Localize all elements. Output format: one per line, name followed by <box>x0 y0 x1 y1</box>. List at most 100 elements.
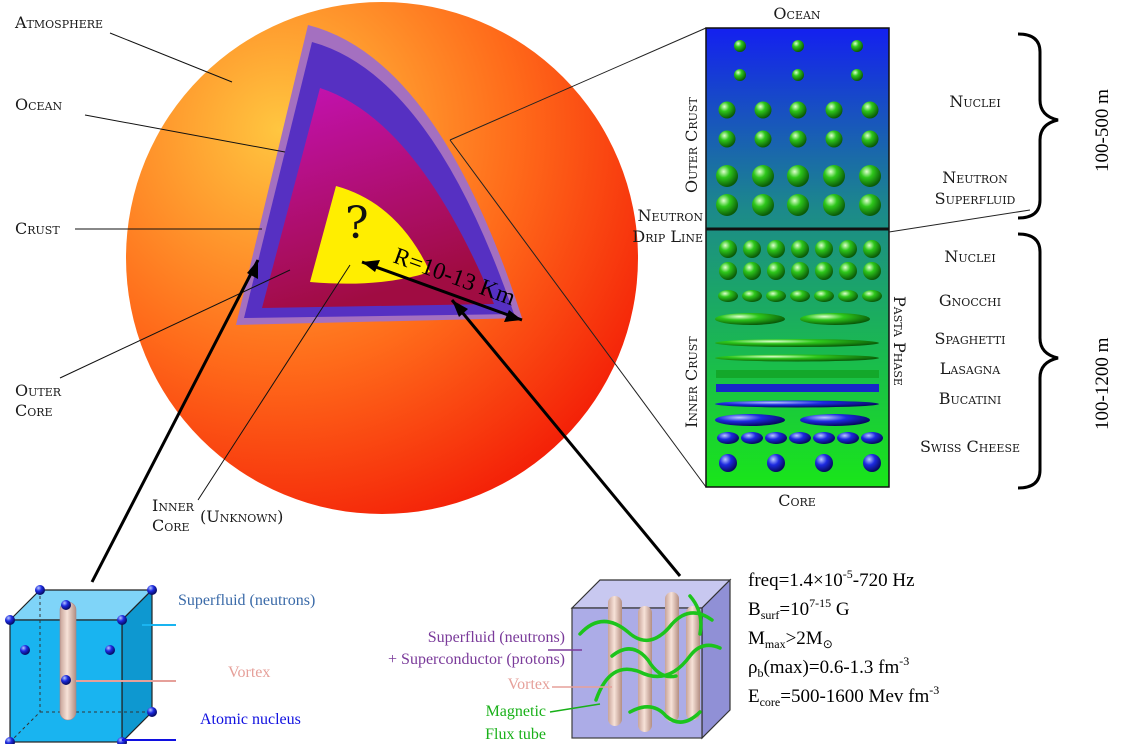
column-bottom-connector <box>449 139 707 488</box>
bucatini-phase <box>715 400 879 426</box>
pasta-phase-label: Pasta Phase <box>890 296 909 386</box>
bubble <box>861 432 883 444</box>
nucleus <box>815 262 833 280</box>
nucleus <box>105 645 115 655</box>
nucleus <box>718 130 736 148</box>
neutron-superfluid-label-line1: Neutron <box>942 168 1008 187</box>
left-vortex-label: Vortex <box>228 664 270 681</box>
left-nucleus-label: Atomic nucleus <box>200 711 301 728</box>
bubble <box>765 432 787 444</box>
spaghetti <box>715 354 879 362</box>
radius-arrowhead-end <box>504 310 522 322</box>
cube-hidden-edge <box>9 711 41 743</box>
inner-label-spaghetti: Spaghetti <box>935 329 1006 348</box>
nucleus <box>851 69 863 81</box>
nucleus <box>743 262 761 280</box>
right-flux-label-line2: Flux tube <box>485 726 546 743</box>
inner-crust-brace <box>1017 232 1059 490</box>
crust-label: Crust <box>15 219 60 238</box>
cube-front-face <box>571 607 703 739</box>
nucleus <box>839 240 857 258</box>
spaghetti <box>800 313 870 325</box>
nucleus <box>823 165 845 187</box>
inner-core <box>310 186 430 284</box>
nucleus <box>823 194 845 216</box>
inner-core-note: (Unknown) <box>200 507 283 526</box>
inner-core-label-line2: Core <box>152 516 190 535</box>
cube-side-face <box>701 578 731 740</box>
right-core-cube: Superfluid (neutrons) + Superconductor (… <box>388 578 732 743</box>
outer-nuclei-label: Nuclei <box>949 92 1000 111</box>
nucleus <box>5 737 15 744</box>
nucleus <box>716 165 738 187</box>
gnocchi-phase <box>718 290 882 302</box>
left-superfluid-label: Superfluid (neutrons) <box>178 592 315 609</box>
radius-arrow <box>361 260 523 322</box>
vortex-rod <box>59 601 77 721</box>
bucatini <box>715 414 785 426</box>
right-flux-label-line1: Magnetic <box>486 703 546 720</box>
outer-crust-label: Outer Crust <box>682 97 701 193</box>
nucleus <box>734 40 746 52</box>
inner-label-gnocchi: Gnocchi <box>939 291 1001 310</box>
bucatini <box>715 400 879 408</box>
inner-core-label-line1: Inner <box>152 496 195 515</box>
flux-tube <box>688 594 703 636</box>
gnocchi <box>862 290 882 302</box>
nucleus <box>863 240 881 258</box>
nucleus <box>789 130 807 148</box>
nucleus <box>787 194 809 216</box>
nucleus <box>719 262 737 280</box>
vortex-rod <box>665 592 679 722</box>
outer-crust-range: 100-500 m <box>1092 89 1113 172</box>
flux-leader <box>549 703 601 713</box>
gnocchi <box>814 290 834 302</box>
right-superfluid-label-line2: + Superconductor (protons) <box>388 651 565 668</box>
right-core-arrowhead <box>452 300 468 317</box>
bubble <box>813 432 835 444</box>
nucleus <box>839 262 857 280</box>
ocean-label: Ocean <box>15 95 63 114</box>
nucleus <box>61 675 71 685</box>
nucleus <box>719 240 737 258</box>
nucleus <box>718 101 736 119</box>
nucleus <box>851 40 863 52</box>
nucleus <box>825 101 843 119</box>
right-vortex-label: Vortex <box>508 676 550 693</box>
vortex-rod <box>608 596 622 726</box>
nucleus <box>754 101 772 119</box>
vortex-rod <box>686 606 700 720</box>
nucleus <box>117 615 127 625</box>
inner-label-swiss-cheese: Swiss Cheese <box>920 437 1020 456</box>
inner-core-leader <box>197 264 351 501</box>
crust-column: Ocean Core Outer Crust Inner Crust Neutr… <box>632 4 1113 510</box>
bubble <box>767 454 785 472</box>
column-top-label: Ocean <box>773 4 821 23</box>
gnocchi <box>838 290 858 302</box>
nucleus <box>767 240 785 258</box>
nucleus <box>787 165 809 187</box>
lasagna-sheet <box>716 384 879 392</box>
gnocchi <box>718 290 738 302</box>
nucleus <box>791 240 809 258</box>
spaghetti-phase <box>715 313 879 362</box>
nucleus <box>859 165 881 187</box>
flux-tubes <box>578 594 722 724</box>
nucleus <box>815 240 833 258</box>
inner-label-bucatini: Bucatini <box>939 389 1001 408</box>
nucleus <box>792 40 804 52</box>
nucleus <box>752 194 774 216</box>
nucleus <box>861 130 879 148</box>
nucleus <box>35 585 45 595</box>
flux-tube <box>578 611 714 642</box>
left-core-cube: Superfluid (neutrons) Vortex Atomic nucl… <box>5 585 315 744</box>
max-mass-param: Mmax>2M⊙ <box>748 628 833 651</box>
ocean-leader <box>84 114 286 153</box>
nucleus <box>61 600 71 610</box>
nucleus <box>789 101 807 119</box>
bubble <box>815 454 833 472</box>
radius-arrowhead-start <box>362 260 380 272</box>
core-energy-param: Ecore=500-1600 Mev fm-3 <box>748 683 939 709</box>
nucleus <box>752 165 774 187</box>
